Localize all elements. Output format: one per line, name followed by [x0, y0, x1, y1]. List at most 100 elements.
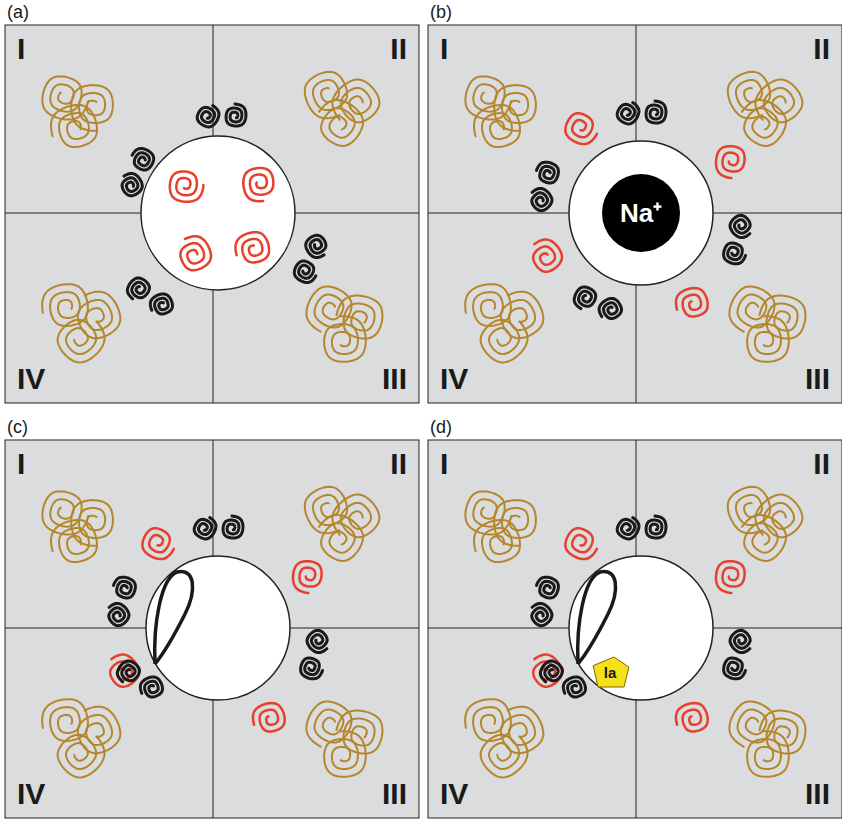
pore-helix: [194, 518, 216, 539]
panel-ground: [5, 440, 419, 818]
pore-helix: [532, 188, 552, 210]
pore-helix: [617, 518, 639, 539]
pore-helix: [150, 294, 172, 314]
pore-helix: [197, 106, 219, 127]
domain-numeral: IV: [17, 364, 45, 394]
pore-helix: [646, 516, 666, 538]
s6-helix: [142, 528, 174, 559]
domain-numeral: IV: [440, 779, 468, 809]
pore-circle: [141, 136, 295, 290]
panel-letter: (c): [7, 418, 28, 436]
outer-helix: [742, 100, 786, 146]
domain-numeral: III: [805, 364, 830, 394]
pore-helix: [532, 603, 552, 625]
toxin-label: la: [604, 665, 617, 680]
pore-helix: [226, 104, 246, 126]
pore-helix: [724, 243, 746, 264]
panel-ground: [5, 25, 419, 403]
pore-helix: [140, 677, 162, 697]
pore-helix: [617, 103, 639, 124]
outer-helix: [747, 731, 789, 777]
domain-numeral: II: [390, 34, 407, 64]
pentagon-shape: [593, 657, 629, 687]
s6-helix: [533, 655, 562, 687]
s6-helix: [716, 561, 745, 593]
s6-helix: [236, 232, 270, 262]
outer-helix: [71, 500, 113, 546]
s6-helix: [110, 655, 139, 687]
outer-helix: [728, 487, 770, 534]
pore-helix: [223, 516, 243, 538]
pore-circle: [569, 141, 713, 285]
panel-letter: (a): [7, 3, 29, 21]
s6-helix: [676, 703, 708, 731]
outer-helix: [305, 72, 347, 119]
domain-numeral: II: [390, 449, 407, 479]
pore-helix: [730, 630, 750, 652]
outer-helix: [494, 500, 536, 546]
pore-helix: [540, 661, 562, 682]
outer-helix: [474, 105, 520, 147]
domain-numeral: III: [382, 364, 407, 394]
outer-helix: [728, 72, 770, 119]
pore-helix: [646, 101, 666, 123]
outer-helix: [305, 487, 347, 534]
panel-letter: (d): [430, 418, 452, 436]
ion-label: Na⁺: [620, 200, 662, 226]
outer-helix: [71, 85, 113, 131]
domain-numeral: I: [440, 34, 448, 64]
outer-helix: [58, 735, 105, 778]
outer-helix: [481, 320, 528, 363]
pore-helix: [109, 603, 129, 625]
toxin-marker: la: [590, 656, 630, 688]
s6-helix: [565, 113, 597, 144]
s6-helix: [716, 146, 745, 178]
outer-helix: [747, 316, 789, 362]
pore-helix: [537, 162, 559, 183]
pore-helix: [307, 630, 327, 652]
outer-helix: [324, 316, 366, 362]
s6-helix: [565, 528, 597, 559]
pore-circle: [146, 556, 290, 700]
pore-circle: [569, 556, 713, 700]
pore-helix: [574, 287, 596, 309]
pore-helix: [306, 235, 326, 257]
pore-helix: [301, 658, 323, 679]
outer-helix: [494, 85, 536, 131]
pore-helix: [537, 577, 559, 598]
panel-ground: [428, 440, 842, 818]
pore-helix: [114, 577, 136, 598]
outer-helix: [474, 520, 520, 562]
s6-helix: [533, 240, 562, 272]
domain-numeral: III: [382, 779, 407, 809]
s6-helix: [243, 168, 273, 201]
pore-helix: [730, 215, 750, 237]
pore-helix: [563, 677, 585, 697]
pore-helix: [132, 149, 154, 171]
pore-helix: [724, 658, 746, 679]
s6-helix: [180, 236, 211, 270]
pore-helix: [599, 298, 621, 318]
pore-helix: [127, 278, 149, 299]
domain-numeral: IV: [440, 364, 468, 394]
domain-numeral: II: [813, 34, 830, 64]
domain-numeral: I: [17, 449, 25, 479]
outer-helix: [51, 520, 97, 562]
domain-numeral: I: [17, 34, 25, 64]
domain-numeral: II: [813, 449, 830, 479]
panel-ground: [428, 25, 842, 403]
ion-circle: Na⁺: [602, 174, 680, 252]
pore-helix: [117, 661, 139, 682]
outer-helix: [58, 320, 105, 363]
s6-helix: [293, 561, 322, 593]
outer-helix: [481, 735, 528, 778]
outer-helix: [324, 731, 366, 777]
s6-helix: [253, 703, 285, 731]
domain-numeral: III: [805, 779, 830, 809]
domain-numeral: I: [440, 449, 448, 479]
outer-helix: [319, 100, 363, 146]
outer-helix: [51, 105, 97, 147]
panel-letter: (b): [430, 3, 452, 21]
